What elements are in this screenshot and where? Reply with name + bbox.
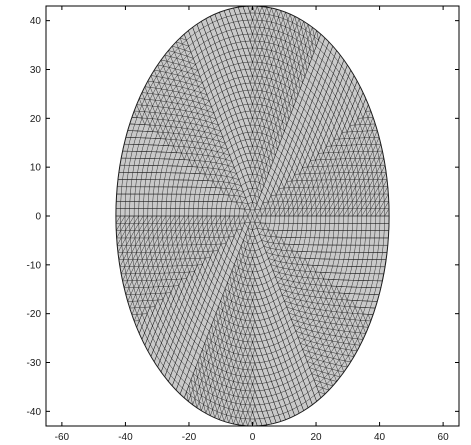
y-axis: -40 -30 -20 -10 0 10 20 30 40 (27, 16, 459, 418)
y-tick-label: -30 (27, 358, 42, 369)
y-tick-label: 10 (30, 163, 42, 174)
y-tick-label: -40 (27, 407, 42, 418)
mesh-edges (115, 5, 390, 427)
x-tick-label: -60 (55, 432, 70, 443)
x-tick-label: -20 (182, 432, 197, 443)
y-tick-label: 20 (30, 114, 42, 125)
y-tick-label: 0 (35, 212, 41, 223)
y-tick-label: -20 (27, 309, 42, 320)
x-tick-label: 0 (250, 432, 256, 443)
x-tick-label: -40 (118, 432, 133, 443)
y-tick-label: 40 (30, 16, 42, 27)
x-tick-label: 60 (438, 432, 450, 443)
disk-mesh (115, 5, 390, 427)
y-tick-label: -10 (27, 260, 42, 271)
x-axis: -60 -40 -20 0 20 40 60 (55, 6, 449, 443)
x-tick-label: 40 (374, 432, 386, 443)
x-tick-label: 20 (310, 432, 322, 443)
y-tick-label: 30 (30, 65, 42, 76)
